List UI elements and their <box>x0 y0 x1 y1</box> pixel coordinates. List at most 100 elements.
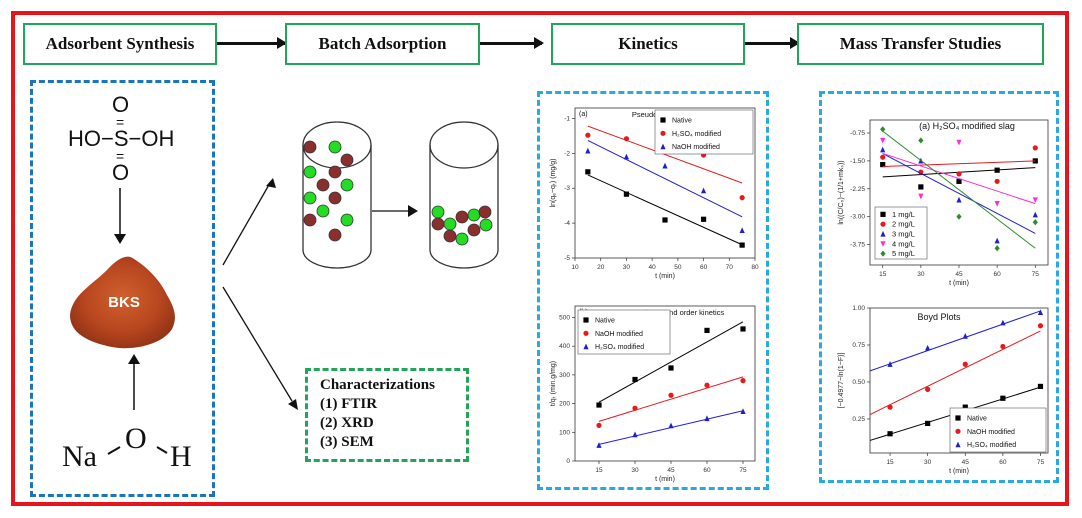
adsorbent-particle <box>478 205 492 219</box>
step-label: Mass Transfer Studies <box>839 34 1002 53</box>
naoh-h: H <box>170 440 192 473</box>
legend-marker <box>880 221 886 227</box>
data-point <box>623 153 630 160</box>
x-tick-label: 60 <box>999 459 1007 466</box>
x-tick-label: 30 <box>623 264 631 271</box>
mass-transfer-panel <box>819 91 1059 483</box>
data-point <box>740 326 746 332</box>
data-point <box>596 422 602 429</box>
acid-top-oxygen: O <box>112 92 130 117</box>
legend-label: 5 mg/L <box>892 249 915 258</box>
data-point <box>880 137 886 144</box>
adsorbate-particle <box>467 208 481 222</box>
y-tick-label: -2.25 <box>850 186 865 193</box>
y-tick-label: 0.75 <box>852 342 865 349</box>
fit-line <box>587 125 743 184</box>
panel-label: (a) <box>579 111 588 118</box>
x-tick-label: 60 <box>700 264 708 271</box>
adsorbate-particle <box>303 191 317 205</box>
data-point <box>1032 219 1038 226</box>
y-tick-label: -2 <box>564 150 570 157</box>
x-tick-label: 50 <box>674 264 682 271</box>
y-tick-label: 0.50 <box>852 379 865 386</box>
x-axis-label: t (min) <box>655 273 675 280</box>
x-axis-label: t (min) <box>949 280 969 287</box>
arrow-up-icon <box>128 354 140 410</box>
legend-label: H₂SO₄ modified <box>595 344 644 351</box>
arrow-down-icon <box>114 188 126 244</box>
data-point <box>887 404 893 410</box>
flow-arrow <box>217 37 287 49</box>
data-point <box>887 361 893 367</box>
data-point <box>918 184 924 190</box>
adsorbate-particle <box>316 204 330 218</box>
bks-label: BKS <box>108 294 140 311</box>
data-point <box>662 217 668 223</box>
y-tick-label: -3.00 <box>850 214 865 221</box>
y-tick-label: 300 <box>559 372 570 379</box>
step-label: Batch Adsorption <box>318 34 447 53</box>
y-tick-label: 200 <box>559 401 570 408</box>
legend-marker <box>583 343 589 350</box>
data-point <box>662 162 668 169</box>
characterization-item: (2) XRD <box>320 415 374 431</box>
x-tick-label: 60 <box>703 467 711 474</box>
y-axis-label: t/qₜ (min.g/mg) <box>550 361 557 406</box>
data-point <box>956 196 962 203</box>
x-tick-label: 70 <box>726 264 734 271</box>
fit-line <box>598 321 744 403</box>
data-point <box>668 365 674 371</box>
data-point <box>925 420 931 427</box>
arrow-right-icon <box>408 205 418 217</box>
double-bond: = <box>116 148 125 164</box>
data-point <box>596 442 602 448</box>
fit-line <box>882 130 1036 249</box>
data-point <box>632 431 638 438</box>
characterization-panel: Characterizations (1) FTIR (2) XRD (3) S… <box>305 368 469 462</box>
y-axis-label: [−0.4977−ln(1−F)] <box>838 353 845 409</box>
data-point <box>1037 383 1044 390</box>
adsorbent-particle <box>328 228 342 242</box>
legend-marker <box>880 230 886 237</box>
fit-line <box>598 376 744 422</box>
adsorbent-particle <box>340 153 354 167</box>
y-tick-label: 400 <box>559 343 570 350</box>
data-point <box>739 242 745 248</box>
legend-marker <box>880 211 886 217</box>
data-point <box>994 178 1000 184</box>
step-label: Kinetics <box>618 34 678 53</box>
characterization-item: (3) SEM <box>320 434 374 450</box>
data-point <box>880 154 886 160</box>
y-tick-label: 0.25 <box>852 416 865 423</box>
cylinder-after <box>429 121 499 269</box>
adsorbent-particle <box>443 229 457 243</box>
adsorbent-particle <box>316 178 330 192</box>
adsorbent-particle <box>467 223 481 237</box>
naoh-o: O <box>125 422 147 455</box>
adsorbate-particle <box>479 218 493 232</box>
data-point <box>704 382 710 388</box>
data-point <box>1037 309 1044 316</box>
x-tick-label: 75 <box>1037 459 1045 466</box>
x-tick-label: 80 <box>751 264 759 271</box>
data-point <box>994 201 1000 207</box>
batch-adsorption-illustration <box>302 121 499 269</box>
legend-marker <box>955 441 961 448</box>
data-point <box>585 132 591 138</box>
legend-label: NaOH modified <box>967 429 1015 436</box>
legend-marker <box>660 143 666 150</box>
fit-line <box>869 330 1041 415</box>
x-tick-label: 10 <box>571 264 579 271</box>
data-point <box>740 378 746 384</box>
data-point <box>739 195 745 201</box>
legend-box <box>577 309 671 355</box>
legend-label: Native <box>967 416 987 423</box>
data-point <box>596 402 602 408</box>
branch-arrows <box>222 178 298 410</box>
data-point <box>962 361 968 367</box>
data-point <box>623 191 630 197</box>
adsorbent-particle <box>303 140 317 154</box>
step-batch-adsorption: Batch Adsorption <box>285 23 480 65</box>
x-tick-label: 15 <box>879 271 887 278</box>
